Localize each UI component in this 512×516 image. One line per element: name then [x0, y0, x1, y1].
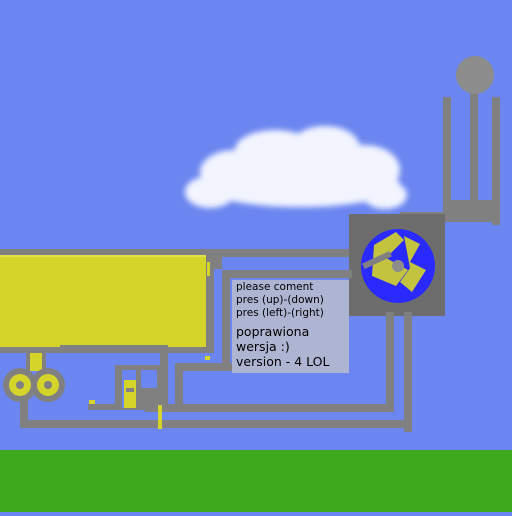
info-line-6: version - 4 LOL [236, 354, 330, 369]
info-line-4: poprawiona [236, 324, 310, 339]
info-line-1: please coment [236, 281, 314, 293]
lower-pipes [20, 270, 412, 428]
info-line-5: wersja :) [236, 339, 290, 354]
info-line-2: pres (up)-(down) [236, 294, 324, 306]
liquid-tank [0, 249, 214, 353]
top-pipe [214, 249, 349, 269]
piston-ball [456, 56, 494, 94]
liquid-drop [205, 356, 210, 360]
info-line-3: pres (left)-(right) [236, 307, 324, 319]
valve-housing [349, 214, 445, 316]
gear-left [3, 368, 37, 402]
liquid-drop [89, 400, 95, 404]
right-pipes [386, 212, 500, 432]
pump-mechanism [115, 365, 163, 429]
ground [0, 450, 512, 512]
gear-feed [26, 353, 46, 371]
gear-right [31, 368, 65, 402]
cloud [185, 126, 407, 209]
info-panel: please coment pres (up)-(down) pres (lef… [232, 280, 349, 373]
